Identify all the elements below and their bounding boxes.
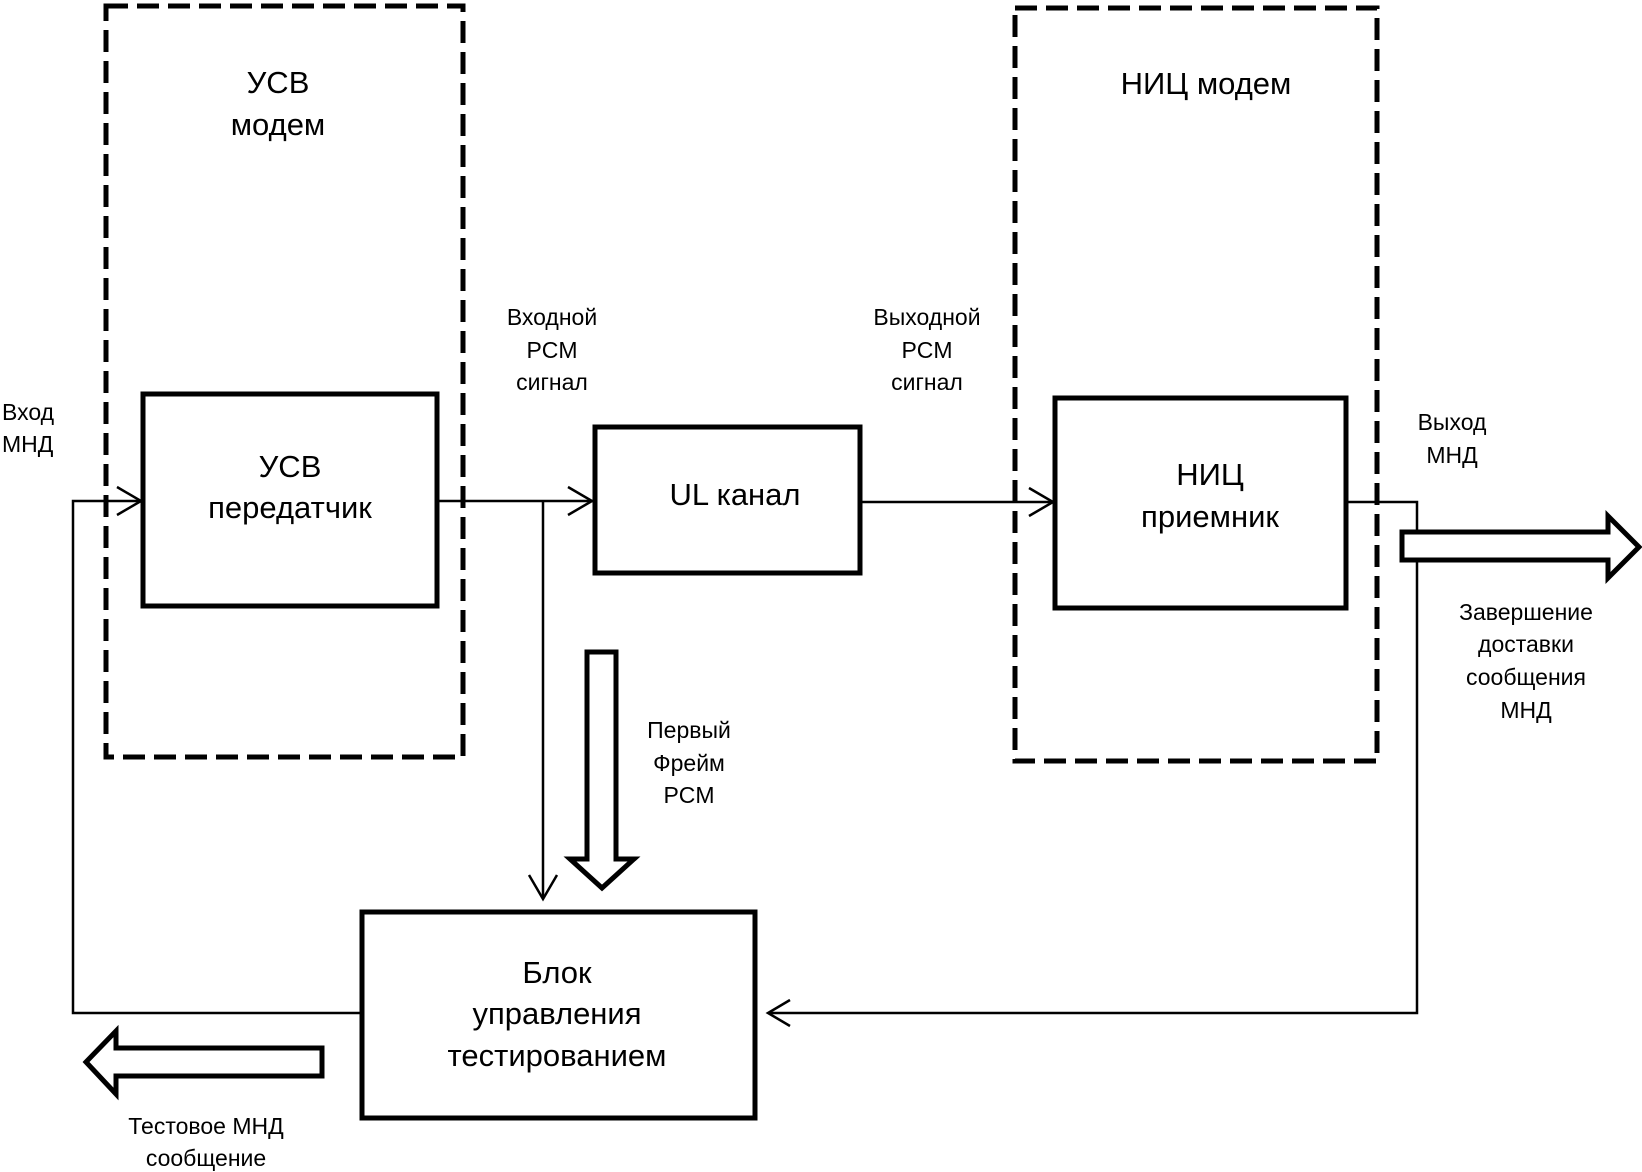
output-mnd-line-2: МНД <box>1426 442 1478 468</box>
nic-receiver-block: НИЦ приемник <box>1052 395 1349 611</box>
input-mnd-line-1: Вход <box>2 399 55 425</box>
delivery-complete-line-3: сообщения <box>1466 664 1586 690</box>
test-control-block: Блок управления тестированием <box>359 909 758 1121</box>
nic-modem-boundary <box>1012 5 1380 764</box>
delivery-complete-line-1: Завершение <box>1459 599 1593 625</box>
test-mnd-message-line-1: Тестовое МНД <box>128 1113 284 1139</box>
label-output-mnd: Выход МНД <box>1418 409 1487 468</box>
label-test-mnd-message: Тестовое МНД сообщение <box>128 1113 284 1171</box>
ul-channel-label: UL канал <box>669 477 800 512</box>
usv-transmitter-label-line-2: передатчик <box>208 490 372 525</box>
usv-modem-group: УСВ модем <box>103 3 466 760</box>
label-delivery-complete: Завершение доставки сообщения МНД <box>1459 599 1593 723</box>
first-pcm-frame-arrow <box>563 649 641 892</box>
ul-channel-box <box>592 424 863 576</box>
test-control-label-line-1: Блок <box>522 955 592 990</box>
feedback-arrowhead <box>765 998 791 1028</box>
usv-modem-boundary <box>103 3 466 760</box>
label-input-pcm-signal: Входной PCM сигнал <box>507 304 597 395</box>
delivery-complete-line-2: доставки <box>1478 631 1574 657</box>
test-control-label-line-3: тестированием <box>448 1038 667 1073</box>
label-output-pcm-signal: Выходной PCM сигнал <box>873 304 980 395</box>
input-pcm-line-3: сигнал <box>516 369 588 395</box>
nic-receiver-box <box>1052 395 1349 611</box>
first-pcm-frame-line-1: Первый <box>647 717 731 743</box>
test-mnd-message-line-2: сообщение <box>146 1145 266 1171</box>
input-pcm-line-1: Входной <box>507 304 597 330</box>
output-mnd-wire <box>768 500 1419 1015</box>
ul-channel-arrowhead <box>567 485 595 517</box>
nic-receiver-label-line-1: НИЦ <box>1176 457 1244 492</box>
branch-arrowhead <box>527 874 559 902</box>
first-pcm-frame-line-2: Фрейм <box>653 750 725 776</box>
usv-transmitter-block: УСВ передатчик <box>140 391 440 609</box>
usv-transmitter-label-line-1: УСВ <box>259 449 322 484</box>
input-mnd-line-2: МНД <box>2 431 54 457</box>
output-pcm-line-2: PCM <box>901 337 952 363</box>
test-control-label-line-2: управления <box>472 996 641 1031</box>
nic-modem-label: НИЦ модем <box>1121 66 1292 101</box>
test-control-box <box>359 909 758 1121</box>
delivery-complete-arrow <box>1399 509 1642 585</box>
usv-modem-label-line-2: модем <box>231 107 326 142</box>
input-pcm-line-2: PCM <box>526 337 577 363</box>
usv-transmitter-box <box>140 391 440 609</box>
usv-modem-label-line-1: УСВ <box>247 65 310 100</box>
input-mnd-wire <box>71 499 361 1015</box>
delivery-complete-line-4: МНД <box>1500 697 1552 723</box>
connections <box>71 485 1419 1028</box>
nic-receiver-label-line-2: приемник <box>1141 499 1279 534</box>
output-pcm-line-3: сигнал <box>891 369 963 395</box>
test-mnd-message-arrow <box>82 1024 325 1101</box>
label-input-mnd: Вход МНД <box>2 399 55 457</box>
first-pcm-frame-line-3: PCM <box>663 782 714 808</box>
nic-modem-group: НИЦ модем <box>1012 5 1380 764</box>
output-pcm-line-1: Выходной <box>873 304 980 330</box>
ul-channel-block: UL канал <box>592 424 863 576</box>
label-first-pcm-frame: Первый Фрейм PCM <box>647 717 731 808</box>
output-mnd-line-1: Выход <box>1418 409 1487 435</box>
